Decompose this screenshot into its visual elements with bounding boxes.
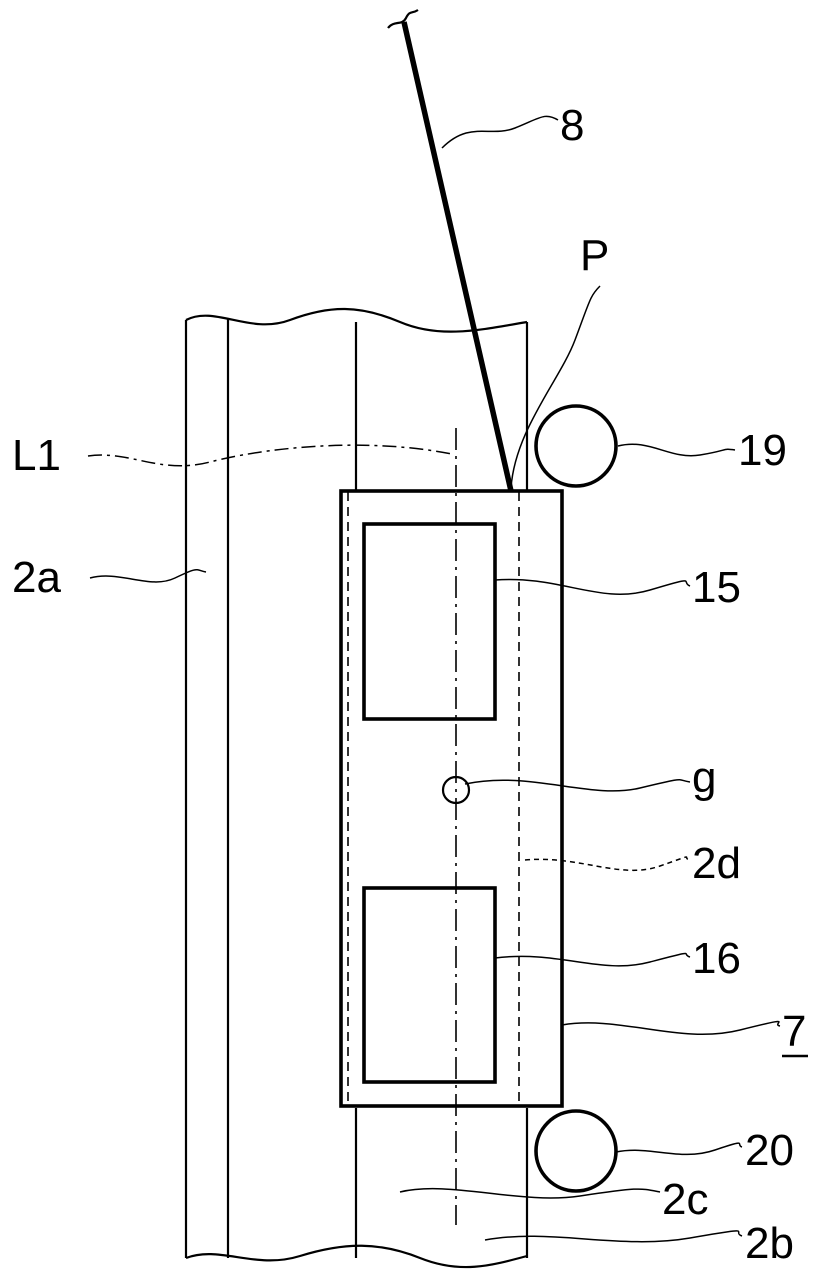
label-7: 7 [782, 1007, 806, 1056]
leader-16 [494, 952, 691, 967]
label-2c: 2c [662, 1175, 708, 1224]
leader-2c [399, 1187, 661, 1199]
leader-7 [561, 1020, 781, 1036]
leader-8 [441, 115, 559, 149]
roller-19 [534, 404, 618, 488]
leader-2a [89, 569, 207, 583]
leader-19 [617, 443, 736, 457]
center-point-g [441, 775, 471, 805]
leader-P [510, 285, 601, 489]
leader-L1 [87, 444, 453, 467]
leader-lines [87, 115, 781, 1243]
leader-2b [484, 1230, 743, 1243]
block-15 [362, 522, 497, 721]
roller-20 [534, 1109, 618, 1193]
label-2d: 2d [692, 839, 741, 888]
label-2a: 2a [12, 553, 61, 602]
leader-2d [524, 856, 691, 872]
rail-structure [184, 307, 529, 1269]
leader-g [464, 779, 691, 792]
block-16 [362, 886, 497, 1084]
label-P: P [580, 231, 609, 280]
break-line-top [185, 307, 528, 333]
wire-8 [401, 21, 514, 492]
label-g: g [692, 753, 716, 802]
label-16: 16 [692, 934, 741, 983]
leader-15 [494, 578, 691, 595]
label-2b: 2b [745, 1219, 794, 1268]
label-8: 8 [560, 101, 584, 150]
label-L1: L1 [12, 431, 61, 480]
wire-break-mark [387, 9, 419, 29]
carrier-7 [339, 489, 564, 1108]
label-20: 20 [745, 1126, 794, 1175]
break-line-bottom [185, 1244, 528, 1269]
label-15: 15 [692, 563, 741, 612]
leader-20 [615, 1142, 743, 1156]
label-19: 19 [738, 426, 787, 475]
